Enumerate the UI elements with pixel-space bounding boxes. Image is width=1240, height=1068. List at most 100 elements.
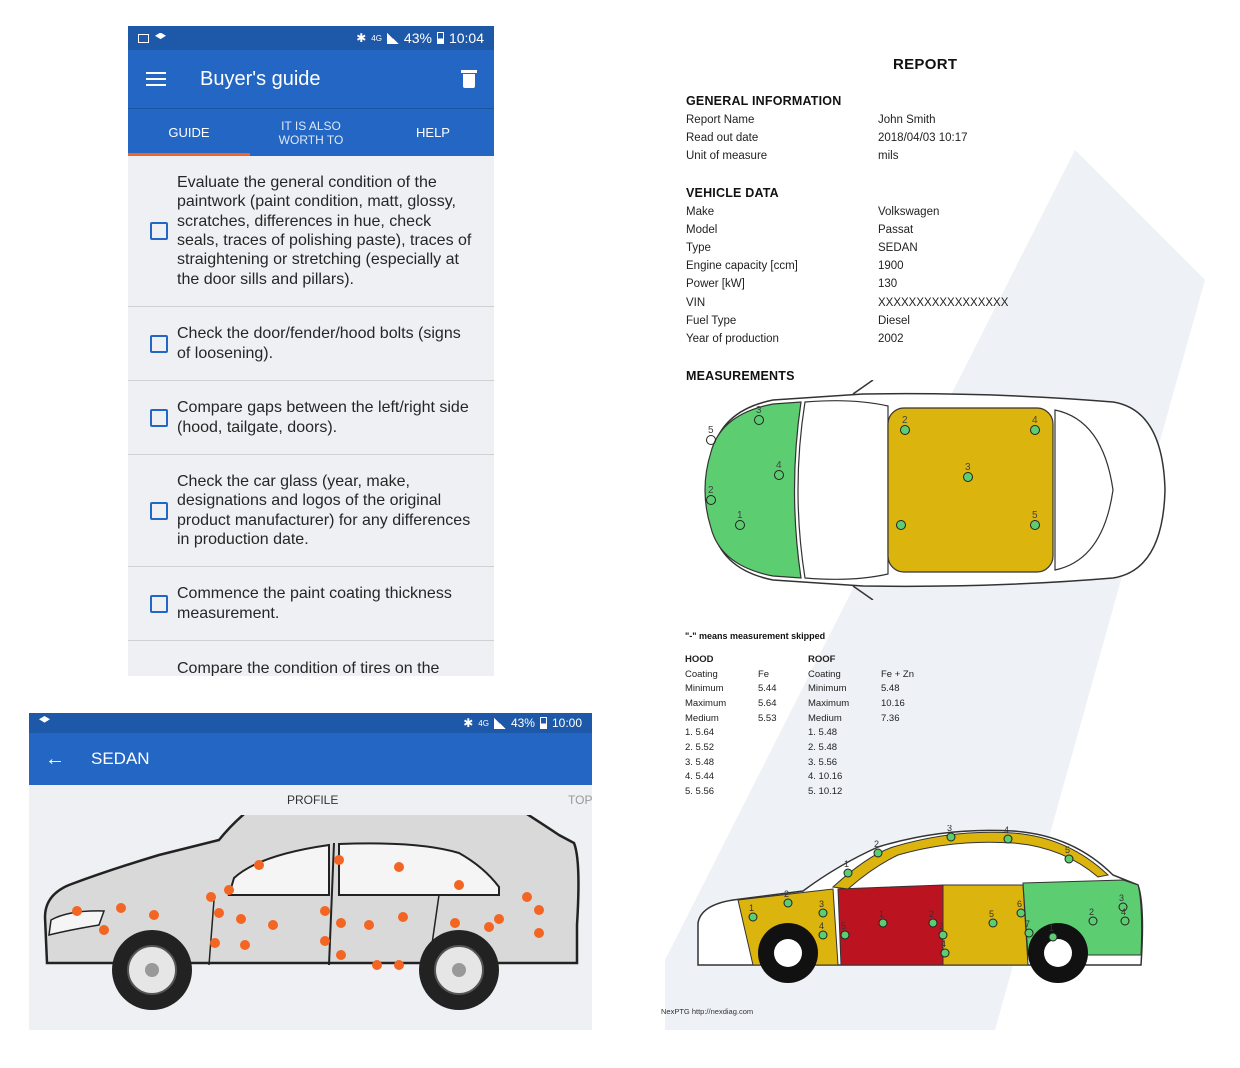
battery-percent: 43% xyxy=(403,30,432,46)
bluetooth-icon: ✱ xyxy=(463,716,474,730)
list-item[interactable]: Check the door/fender/hood bolts (signs … xyxy=(128,307,494,381)
measurement-marker[interactable] xyxy=(224,885,234,895)
measurement-marker[interactable] xyxy=(254,860,264,870)
measurement-marker[interactable] xyxy=(534,928,544,938)
app-bar: Buyer's guide xyxy=(128,50,494,108)
buyers-guide-screen: ✱ 4G 43% 10:04 Buyer's guide GUIDE IT IS… xyxy=(128,26,494,676)
measurement-marker[interactable] xyxy=(394,862,404,872)
point-label: 5 xyxy=(708,425,714,436)
measurement-marker[interactable] xyxy=(450,918,460,928)
signal-icon xyxy=(386,32,399,44)
checkbox[interactable] xyxy=(150,408,168,427)
point-label: 2 xyxy=(929,909,934,919)
section-general: GENERAL INFORMATION xyxy=(686,94,842,108)
status-time: 10:00 xyxy=(551,716,582,730)
point-label: 4 xyxy=(1004,825,1009,835)
measurement-marker[interactable] xyxy=(372,960,382,970)
measurement-point xyxy=(900,425,910,435)
point-label: 3 xyxy=(1119,893,1124,903)
checkbox[interactable] xyxy=(150,334,168,353)
measurement-marker[interactable] xyxy=(116,903,126,913)
tab-help[interactable]: HELP xyxy=(416,124,450,140)
tab-profile[interactable]: PROFILE xyxy=(287,793,339,807)
measurement-marker[interactable] xyxy=(398,912,408,922)
measurement-marker[interactable] xyxy=(240,940,250,950)
tab-guide[interactable]: GUIDE xyxy=(128,109,250,156)
tab-also-worth[interactable]: IT IS ALSO WORTH TO xyxy=(278,118,344,147)
list-item[interactable]: Compare the condition of tires on the xyxy=(177,660,440,676)
measurement-marker[interactable] xyxy=(454,880,464,890)
measurement-marker[interactable] xyxy=(494,914,504,924)
mirror-top xyxy=(852,380,874,395)
measurement-point xyxy=(878,918,888,928)
measurement-point xyxy=(1064,854,1074,864)
measurement-marker[interactable] xyxy=(268,920,278,930)
measurement-marker[interactable] xyxy=(334,855,344,865)
info-row: Power [kW]130 xyxy=(686,278,898,290)
checkbox[interactable] xyxy=(150,594,168,613)
measurement-point xyxy=(748,912,758,922)
page-title: SEDAN xyxy=(91,749,150,768)
measurement-point xyxy=(1048,932,1058,942)
rear-wheel xyxy=(419,930,499,1010)
roof-zone xyxy=(887,407,1054,573)
measurement-marker[interactable] xyxy=(534,905,544,915)
list-item[interactable]: Commence the paint coating thickness mea… xyxy=(128,567,494,641)
measurement-marker[interactable] xyxy=(336,950,346,960)
measurement-marker[interactable] xyxy=(364,920,374,930)
point-label: 4 xyxy=(819,921,824,931)
measurement-marker[interactable] xyxy=(320,906,330,916)
mirror-bottom xyxy=(852,585,874,600)
measurement-point xyxy=(896,520,906,530)
menu-icon[interactable] xyxy=(146,72,166,86)
back-arrow-icon[interactable]: ← xyxy=(45,748,65,770)
measurement-point xyxy=(940,948,950,958)
measurement-marker[interactable] xyxy=(214,908,224,918)
measurement-marker[interactable] xyxy=(394,960,404,970)
point-label: 6 xyxy=(1017,899,1022,909)
point-label: 5 xyxy=(989,909,994,919)
measurement-marker[interactable] xyxy=(336,918,346,928)
measurement-marker[interactable] xyxy=(206,892,216,902)
front-door-zone xyxy=(837,884,944,966)
app-bar: ← SEDAN xyxy=(29,733,592,785)
guide-checklist: Evaluate the general condition of the pa… xyxy=(128,156,494,676)
list-item[interactable]: Check the car glass (year, make, designa… xyxy=(128,455,494,567)
measurement-point xyxy=(706,495,716,505)
point-label: 7 xyxy=(1025,919,1030,929)
measurement-point xyxy=(1118,902,1128,912)
measurement-point xyxy=(735,520,745,530)
page-title: Buyer's guide xyxy=(200,67,321,90)
roof-pillars-zone xyxy=(831,831,1110,890)
measurement-marker[interactable] xyxy=(320,936,330,946)
point-label: 1 xyxy=(844,859,849,869)
measurement-point xyxy=(1024,928,1034,938)
measurement-marker[interactable] xyxy=(236,914,246,924)
measurement-point xyxy=(1120,916,1130,926)
point-label: 2 xyxy=(708,485,714,496)
measurement-marker[interactable] xyxy=(210,938,220,948)
trash-icon[interactable] xyxy=(461,70,477,88)
measurement-marker[interactable] xyxy=(72,906,82,916)
point-label: 2 xyxy=(784,889,789,899)
tab-top[interactable]: TOP xyxy=(568,793,592,807)
battery-icon xyxy=(436,32,444,44)
measurement-marker[interactable] xyxy=(522,892,532,902)
front-wheel xyxy=(112,930,192,1010)
checkbox[interactable] xyxy=(150,501,168,520)
measurement-marker[interactable] xyxy=(484,922,494,932)
point-label: 2 xyxy=(874,839,879,849)
front-window xyxy=(227,843,330,896)
measurement-marker[interactable] xyxy=(99,925,109,935)
layers-icon xyxy=(39,716,50,723)
battery-icon xyxy=(539,717,547,729)
list-item[interactable]: Compare gaps between the left/right side… xyxy=(128,381,494,455)
list-item[interactable]: Evaluate the general condition of the pa… xyxy=(128,156,494,307)
checkbox[interactable] xyxy=(150,222,168,240)
point-label: 4 xyxy=(1032,415,1038,426)
measurement-marker[interactable] xyxy=(149,910,159,920)
